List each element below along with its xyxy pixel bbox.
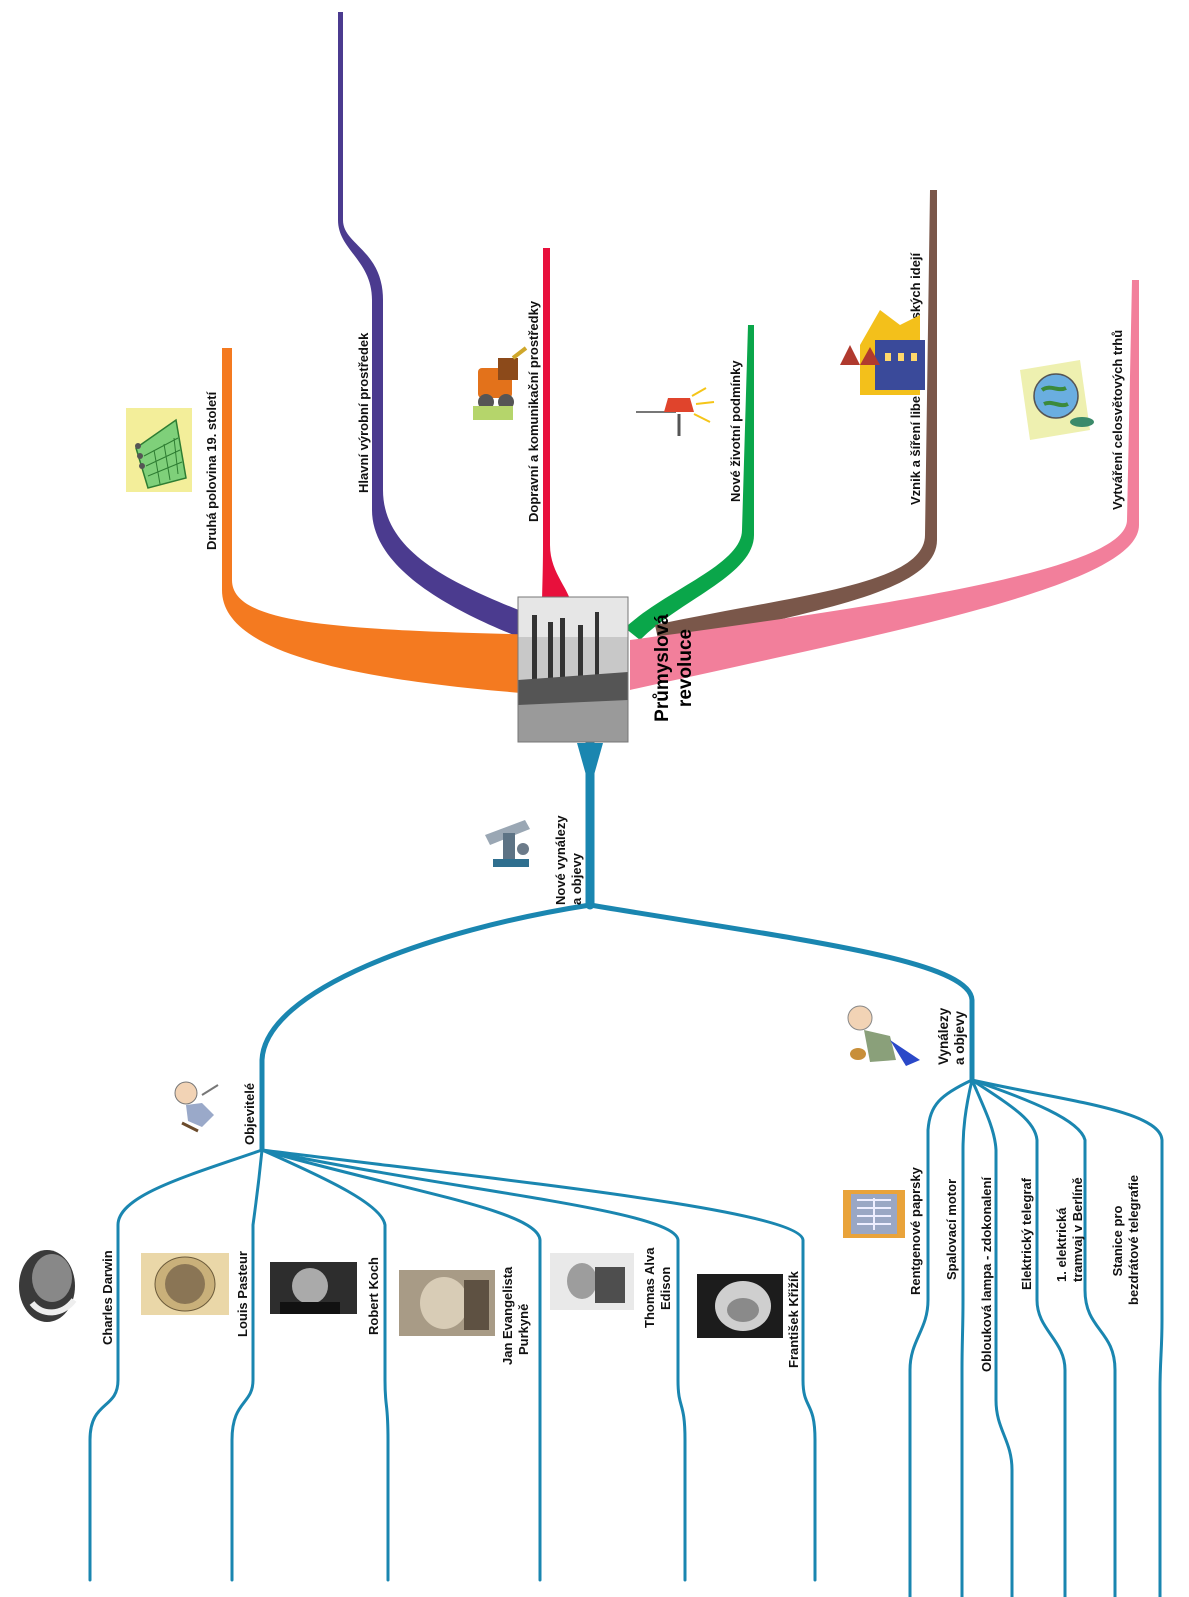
train-icon (473, 346, 528, 420)
discoverer-label-darwin: Charles Darwin (100, 1250, 115, 1345)
krizik-portrait (697, 1274, 783, 1338)
globe-icon (1020, 360, 1094, 440)
purkyne-portrait (399, 1270, 495, 1336)
invention-label-telegraf: Elektrický telegraf (1019, 1177, 1034, 1290)
microscope-icon (485, 820, 530, 867)
inventor-icon (847, 1005, 920, 1066)
discoverer-label-koch: Robert Koch (366, 1257, 381, 1335)
inventions-label-line1: Nové vynálezy (553, 815, 568, 905)
invention-labels: Rentgenové paprsky Spalovací motor Oblou… (908, 1166, 1141, 1372)
invention-label-tramvaj-2: tramvaj v Berlíně (1070, 1177, 1085, 1282)
link-objevitele (259, 902, 593, 1153)
discoverer-label-purkyne-2: Purkyně (516, 1304, 531, 1355)
branch-dopravni (542, 248, 572, 610)
calendar-icon (126, 408, 192, 492)
branch-hlavni (338, 12, 548, 648)
discoverer-labels: Charles Darwin Louis Pasteur Robert Koch… (100, 1247, 801, 1368)
inventions-sub-label-line2: a objevy (952, 1010, 967, 1065)
central-topic: Průmyslová revoluce (517, 596, 696, 743)
koch-portrait (270, 1262, 357, 1314)
inventions-sub-label-line1: Vynálezy (936, 1007, 951, 1065)
discoverer-lines (88, 1148, 817, 1582)
town-icon (840, 310, 925, 395)
branch-label-vytvareni: Vytváření celosvětových trhů (1110, 330, 1125, 510)
factory-image (517, 596, 629, 743)
branch-label-druha: Druhá polovina 19. století (204, 391, 219, 550)
central-topic-label-line2: revoluce (675, 629, 696, 707)
branch-vytvareni (630, 280, 1139, 690)
invention-lines (908, 1078, 1164, 1597)
invention-label-spalovaci: Spalovací motor (944, 1179, 959, 1280)
branch-druha (222, 348, 548, 695)
branch-label-nove-zivotni: Nové životní podmínky (728, 360, 743, 502)
branch-label-hlavni: Hlavní výrobní prostředek (356, 332, 371, 493)
discoverer-label-krizik: František Křižík (786, 1270, 801, 1368)
discoverer-label-edison-1: Thomas Alva (642, 1247, 657, 1328)
inventions-label-line2: a objevy (569, 852, 584, 905)
discoverer-label-edison-2: Edison (658, 1267, 673, 1310)
invention-label-rentgen: Rentgenové paprsky (908, 1166, 923, 1295)
invention-label-stanice-1: Stanice pro (1110, 1206, 1125, 1277)
top-branch-labels: Druhá polovina 19. století Hlavní výrobn… (204, 252, 1125, 550)
discoverer-label-pasteur: Louis Pasteur (235, 1251, 250, 1337)
link-vynalezy (587, 902, 975, 1083)
inventions-subnode: Vynálezy a objevy (847, 1005, 967, 1066)
discoverer-label-purkyne-1: Jan Evangelista (500, 1266, 515, 1365)
top-branches (222, 12, 1139, 695)
central-topic-label-line1: Průmyslová (652, 614, 673, 722)
invention-label-obloukova: Oblouková lampa - zdokonalení (979, 1177, 994, 1372)
inventions-tree (88, 735, 1164, 1597)
pasteur-portrait (141, 1253, 229, 1315)
discoverers-label: Objevitelé (242, 1083, 257, 1145)
scientist-icon (174, 1081, 219, 1133)
branch-label-dopravni: Dopravní a komunikační prostředky (526, 300, 541, 522)
edison-portrait (550, 1253, 634, 1310)
discoverers-node: Objevitelé (174, 1081, 257, 1145)
xray-icon (843, 1190, 905, 1238)
invention-label-stanice-2: bezdrátové telegrafie (1126, 1175, 1141, 1305)
darwin-portrait (19, 1250, 77, 1322)
inventions-node: Nové vynálezy a objevy (485, 815, 584, 905)
invention-label-tramvaj-1: 1. elektrická (1054, 1207, 1069, 1282)
lamp-icon (636, 387, 715, 436)
